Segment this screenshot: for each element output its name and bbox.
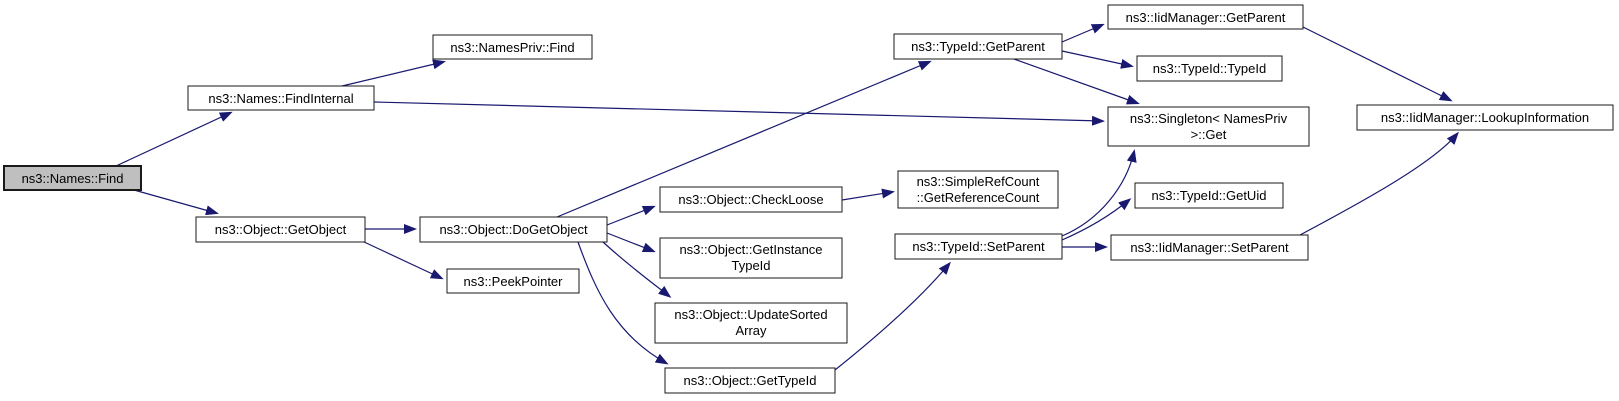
node-iidmanager-get-parent-label: ns3::IidManager::GetParent	[1126, 10, 1286, 25]
node-object-update-sorted-array[interactable]: ns3::Object::UpdateSorted Array	[654, 302, 848, 344]
node-typeid-get-parent-box[interactable]	[893, 33, 1063, 60]
node-object-get-type-id[interactable]: ns3::Object::GetTypeId	[664, 367, 836, 394]
node-singleton-namespriv-get-label-line2: >::Get	[1191, 127, 1227, 142]
node-object-get-instance-type-id-label-line2: TypeId	[731, 258, 770, 273]
node-object-update-sorted-array-box[interactable]	[654, 302, 848, 344]
node-object-get-instance-type-id-label-line1: ns3::Object::GetInstance	[679, 242, 822, 257]
node-iidmanager-lookup-information-box[interactable]	[1356, 104, 1614, 131]
edge-get-type-id-to-typeid-set-parent	[834, 261, 951, 371]
node-object-get-object-label: ns3::Object::GetObject	[215, 222, 347, 237]
node-typeid-get-parent[interactable]: ns3::TypeId::GetParent	[893, 33, 1063, 60]
node-typeid-typeid-box[interactable]	[1136, 55, 1283, 82]
node-simplerefcount-get-reference-count-label-line2: ::GetReferenceCount	[917, 190, 1040, 205]
node-namespriv-find-box[interactable]	[432, 34, 593, 60]
node-simplerefcount-get-reference-count[interactable]: ns3::SimpleRefCount ::GetReferenceCount	[897, 170, 1059, 209]
node-typeid-set-parent-box[interactable]	[894, 233, 1063, 260]
node-iidmanager-set-parent[interactable]: ns3::IidManager::SetParent	[1110, 234, 1309, 261]
node-object-do-get-object-box[interactable]	[419, 216, 608, 243]
edge-do-get-object-to-typeid-get-parent	[556, 60, 932, 218]
node-names-find-internal-box[interactable]	[187, 85, 375, 111]
node-typeid-get-uid-label: ns3::TypeId::GetUid	[1152, 188, 1267, 203]
node-typeid-typeid[interactable]: ns3::TypeId::TypeId	[1136, 55, 1283, 82]
edge-do-get-object-to-check-loose	[606, 205, 656, 226]
node-namespriv-find[interactable]: ns3::NamesPriv::Find	[432, 34, 593, 60]
node-object-do-get-object[interactable]: ns3::Object::DoGetObject	[419, 216, 608, 243]
node-object-get-object-box[interactable]	[195, 216, 366, 243]
nodes-layer: ns3::Names::Find ns3::Names::FindInterna…	[3, 4, 1614, 394]
node-simplerefcount-get-reference-count-box[interactable]	[897, 170, 1059, 209]
node-peek-pointer-box[interactable]	[446, 268, 580, 294]
node-object-get-type-id-label: ns3::Object::GetTypeId	[684, 373, 817, 388]
node-names-find-internal[interactable]: ns3::Names::FindInternal	[187, 85, 375, 111]
node-object-do-get-object-label: ns3::Object::DoGetObject	[439, 222, 588, 237]
node-object-get-type-id-box[interactable]	[664, 367, 836, 394]
edge-typeid-get-parent-to-iid-get-parent	[1061, 23, 1105, 43]
node-typeid-set-parent-label: ns3::TypeId::SetParent	[912, 239, 1045, 254]
edge-iid-get-parent-to-lookup-information	[1302, 26, 1453, 102]
node-iidmanager-set-parent-label: ns3::IidManager::SetParent	[1130, 240, 1289, 255]
node-object-check-loose[interactable]: ns3::Object::CheckLoose	[659, 186, 843, 213]
node-names-find: ns3::Names::Find	[3, 165, 142, 191]
node-namespriv-find-label: ns3::NamesPriv::Find	[450, 40, 574, 55]
edge-find-to-find-internal	[115, 111, 233, 167]
node-peek-pointer[interactable]: ns3::PeekPointer	[446, 268, 580, 294]
edge-typeid-set-parent-to-singleton-get	[1061, 149, 1137, 237]
node-typeid-get-parent-label: ns3::TypeId::GetParent	[911, 39, 1045, 54]
node-iidmanager-get-parent-box[interactable]	[1107, 4, 1304, 30]
node-object-update-sorted-array-label-line1: ns3::Object::UpdateSorted	[674, 307, 827, 322]
node-names-find-internal-label: ns3::Names::FindInternal	[208, 91, 353, 106]
node-typeid-get-uid-box[interactable]	[1134, 182, 1284, 209]
edge-typeid-get-parent-to-typeid-typeid	[1061, 50, 1134, 69]
node-names-find-label: ns3::Names::Find	[22, 171, 124, 186]
edge-do-get-object-to-update-sorted-array	[602, 241, 672, 298]
node-peek-pointer-label: ns3::PeekPointer	[463, 274, 563, 289]
edge-typeid-set-parent-to-typeid-get-uid	[1061, 198, 1132, 241]
node-typeid-get-uid[interactable]: ns3::TypeId::GetUid	[1134, 182, 1284, 209]
edge-find-internal-to-singleton-get	[373, 101, 1105, 126]
node-singleton-namespriv-get-label-line1: ns3::Singleton< NamesPriv	[1130, 111, 1288, 126]
edge-check-loose-to-get-reference-count	[841, 188, 895, 201]
node-simplerefcount-get-reference-count-label-line1: ns3::SimpleRefCount	[917, 174, 1040, 189]
node-typeid-typeid-label: ns3::TypeId::TypeId	[1153, 61, 1266, 76]
node-names-find-box	[3, 165, 142, 191]
node-object-update-sorted-array-label-line2: Array	[735, 323, 767, 338]
node-iidmanager-lookup-information[interactable]: ns3::IidManager::LookupInformation	[1356, 104, 1614, 131]
edge-typeid-get-parent-to-singleton-get	[1013, 58, 1140, 105]
node-singleton-namespriv-get-box[interactable]	[1107, 106, 1310, 147]
node-object-get-instance-type-id[interactable]: ns3::Object::GetInstance TypeId	[659, 237, 843, 279]
node-singleton-namespriv-get[interactable]: ns3::Singleton< NamesPriv >::Get	[1107, 106, 1310, 147]
edge-do-get-object-to-get-instance-type-id	[606, 232, 656, 253]
node-iidmanager-set-parent-box[interactable]	[1110, 234, 1309, 261]
edge-iid-set-parent-to-lookup-information	[1299, 131, 1459, 236]
node-object-check-loose-label: ns3::Object::CheckLoose	[678, 192, 823, 207]
node-iidmanager-lookup-information-label: ns3::IidManager::LookupInformation	[1381, 110, 1589, 125]
node-object-get-instance-type-id-box[interactable]	[659, 237, 843, 279]
edge-get-object-to-peek-pointer	[361, 240, 444, 280]
node-typeid-set-parent[interactable]: ns3::TypeId::SetParent	[894, 233, 1063, 260]
node-object-check-loose-box[interactable]	[659, 186, 843, 213]
edge-find-internal-to-namespriv-find	[341, 59, 446, 87]
edges-layer	[115, 23, 1459, 371]
node-iidmanager-get-parent[interactable]: ns3::IidManager::GetParent	[1107, 4, 1304, 30]
edge-find-to-get-object	[133, 189, 219, 216]
edge-do-get-object-to-get-type-id	[577, 241, 669, 365]
node-object-get-object[interactable]: ns3::Object::GetObject	[195, 216, 366, 243]
